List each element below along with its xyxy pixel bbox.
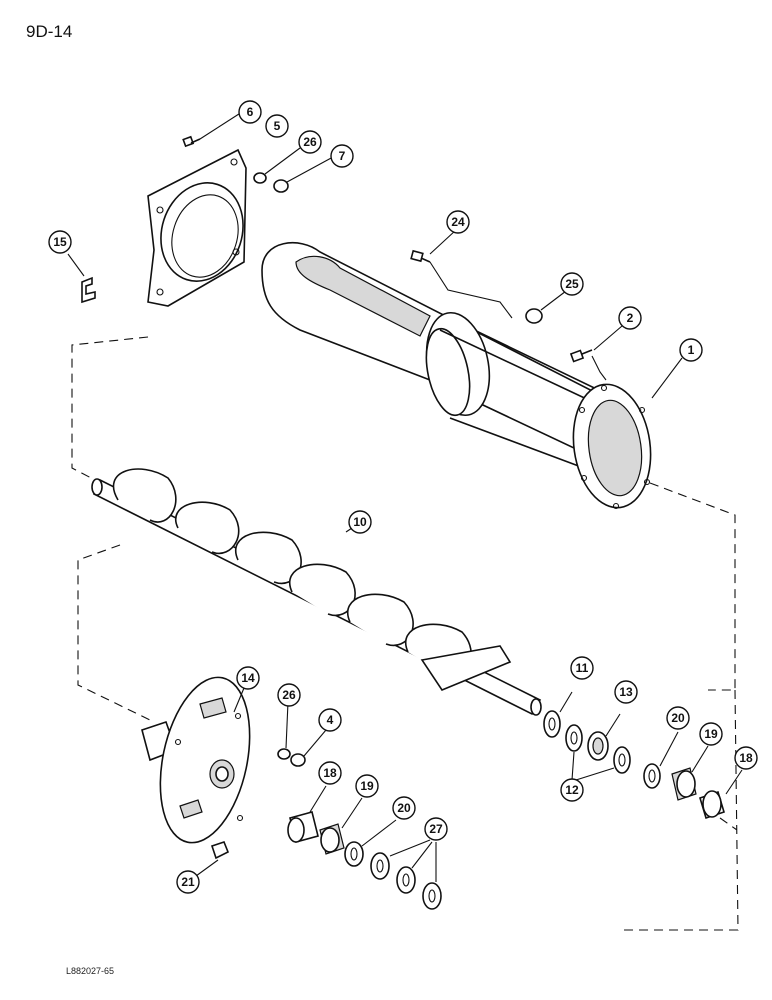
svg-text:10: 10 xyxy=(353,515,367,529)
callout-20-left: 20 xyxy=(392,796,416,820)
auger-part-10 xyxy=(91,468,542,716)
svg-text:19: 19 xyxy=(360,779,374,793)
auger-tube-part-1 xyxy=(261,241,652,510)
bearing-part-13 xyxy=(587,713,621,761)
svg-text:13: 13 xyxy=(619,685,633,699)
nut-part-7 xyxy=(273,156,334,193)
washers-part-27 xyxy=(370,839,442,910)
bearing-cup-part-18-right xyxy=(699,769,743,820)
callout-2: 2 xyxy=(618,306,642,330)
page-number: 9D-14 xyxy=(26,22,73,41)
grease-fitting-part-21 xyxy=(195,841,230,877)
clip-part-15 xyxy=(67,253,96,304)
svg-text:19: 19 xyxy=(704,727,718,741)
callout-18-left: 18 xyxy=(318,761,342,785)
svg-text:18: 18 xyxy=(323,766,337,780)
washer-part-11 xyxy=(543,691,573,738)
lower-assembly-dashed-outline xyxy=(77,544,739,931)
callout-12: 12 xyxy=(560,778,584,802)
washer-part-12-b xyxy=(571,746,631,781)
callout-13: 13 xyxy=(614,680,638,704)
nut-part-26-lower xyxy=(277,701,291,760)
mounting-plate-part-5 xyxy=(147,148,247,307)
svg-text:20: 20 xyxy=(671,711,685,725)
nut-part-26-upper xyxy=(253,147,301,184)
callout-5: 5 xyxy=(265,114,289,138)
svg-text:15: 15 xyxy=(53,235,67,249)
figure-reference-code: L882027-65 xyxy=(66,966,115,976)
svg-text:11: 11 xyxy=(576,661,589,675)
callout-20-right: 20 xyxy=(666,706,690,730)
callout-1: 1 xyxy=(679,338,703,362)
bolt-part-2 xyxy=(569,325,623,381)
svg-text:27: 27 xyxy=(429,822,443,836)
callout-19-right: 19 xyxy=(699,722,723,746)
svg-text:4: 4 xyxy=(327,713,334,727)
svg-text:6: 6 xyxy=(247,105,254,119)
callout-24: 24 xyxy=(446,210,470,234)
callout-7: 7 xyxy=(330,144,354,168)
callout-14: 14 xyxy=(236,666,260,690)
svg-text:12: 12 xyxy=(565,783,579,797)
svg-text:24: 24 xyxy=(451,215,465,229)
callout-19-left: 19 xyxy=(355,774,379,798)
callout-10: 10 xyxy=(348,510,372,534)
svg-text:7: 7 xyxy=(339,149,346,163)
callout-21: 21 xyxy=(176,870,200,894)
bearing-part-19-right xyxy=(671,745,709,801)
svg-text:26: 26 xyxy=(282,688,296,702)
bolt-part-6 xyxy=(182,111,243,148)
bushing-part-20-left xyxy=(344,819,397,867)
callout-18-right: 18 xyxy=(734,746,758,770)
svg-text:2: 2 xyxy=(627,311,634,325)
bushing-part-20-right xyxy=(643,731,679,789)
svg-text:20: 20 xyxy=(397,801,411,815)
callout-27: 27 xyxy=(424,817,448,841)
nut-part-25 xyxy=(525,287,571,324)
callout-25: 25 xyxy=(560,272,584,296)
callout-6: 6 xyxy=(238,100,262,124)
svg-text:18: 18 xyxy=(739,751,753,765)
end-plate-part-14 xyxy=(141,676,251,844)
svg-text:14: 14 xyxy=(241,671,255,685)
callout-26-lower: 26 xyxy=(277,683,301,707)
bolt-part-24 xyxy=(410,229,513,319)
nut-part-4 xyxy=(290,729,327,767)
svg-text:21: 21 xyxy=(181,875,195,889)
callout-15: 15 xyxy=(48,230,72,254)
bearing-cup-part-18-left xyxy=(287,785,327,843)
callout-11: 11 xyxy=(570,656,594,680)
washer-part-12-a xyxy=(565,724,583,752)
svg-text:25: 25 xyxy=(565,277,579,291)
upper-assembly-dashed-outline xyxy=(71,336,736,691)
svg-text:1: 1 xyxy=(688,343,695,357)
svg-text:5: 5 xyxy=(274,119,281,133)
bearing-part-19-left xyxy=(319,797,363,855)
callout-26-upper: 26 xyxy=(298,130,322,154)
callout-4: 4 xyxy=(318,708,342,732)
svg-text:26: 26 xyxy=(303,135,317,149)
